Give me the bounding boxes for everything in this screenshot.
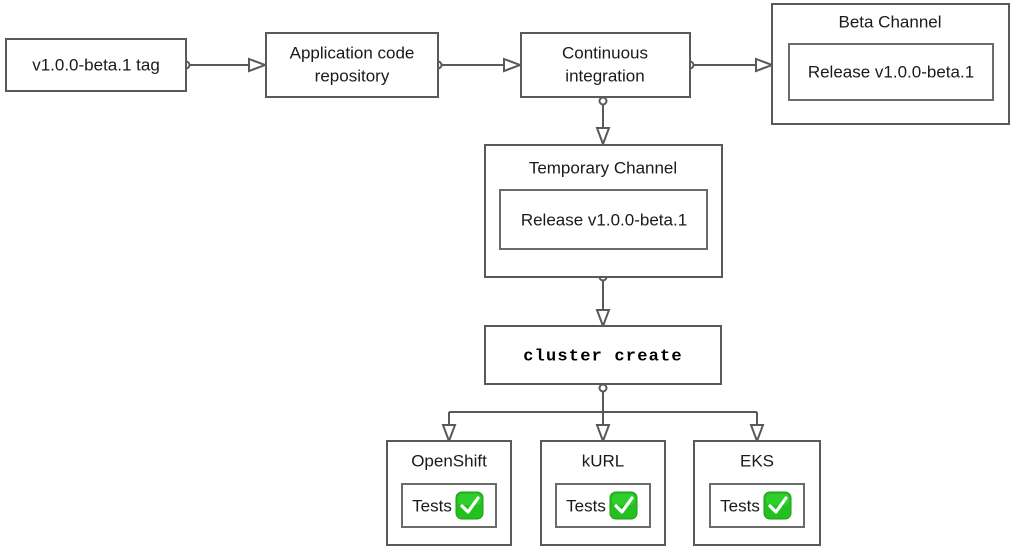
node-cluster-create[interactable]: cluster create (484, 325, 722, 385)
node-application-code-repository[interactable]: Application code repository (265, 32, 439, 98)
node-ci-label-line2: integration (565, 66, 644, 85)
node-openshift-title: OpenShift (411, 451, 487, 470)
node-tag[interactable]: v1.0.0-beta.1 tag (5, 38, 187, 92)
node-beta-channel-release-label: Release v1.0.0-beta.1 (808, 62, 974, 81)
node-cluster-create-box[interactable] (484, 325, 722, 385)
node-tag-box[interactable] (5, 38, 187, 92)
edge-arrowhead (441, 424, 457, 444)
node-beta-channel[interactable]: Beta Channel Release v1.0.0-beta.1 (771, 3, 1010, 125)
node-eks[interactable]: EKS Tests (693, 440, 821, 546)
edge-arrowhead (595, 309, 611, 329)
node-kurl-tests-label: Tests (566, 496, 606, 515)
edge-arrowhead (749, 424, 765, 444)
edge-arrowhead (595, 424, 611, 444)
edge-repo-to-ci (433, 57, 523, 73)
node-kurl[interactable]: kURL Tests (540, 440, 666, 546)
node-beta-channel-release-box[interactable] (788, 43, 994, 101)
node-kurl-title: kURL (582, 451, 625, 470)
node-eks-title: EKS (740, 451, 774, 470)
node-repo-label-line1: Application code (290, 43, 415, 62)
edge-arrowhead (595, 127, 611, 147)
node-openshift[interactable]: OpenShift Tests (386, 440, 512, 546)
edge-ci-to-beta-channel (685, 57, 775, 73)
edge-temporary-channel-to-cluster-create (595, 272, 611, 329)
node-eks-tests-label: Tests (720, 496, 760, 515)
node-cluster-create-label: cluster create (523, 347, 683, 366)
node-temporary-channel-release-box[interactable] (499, 189, 708, 250)
node-continuous-integration[interactable]: Continuous integration (520, 32, 691, 98)
edge-cluster-create-to-targets (441, 383, 765, 444)
edge-tag-to-repo (181, 57, 268, 73)
edge-arrowhead (503, 57, 523, 73)
node-beta-channel-title: Beta Channel (838, 12, 941, 31)
node-tag-label: v1.0.0-beta.1 tag (32, 55, 160, 74)
node-temporary-channel-release-label: Release v1.0.0-beta.1 (521, 210, 687, 229)
edge-tail-dot (598, 96, 608, 106)
node-ci-box[interactable] (520, 32, 691, 98)
edge-ci-to-temporary-channel (595, 96, 611, 147)
green-check-icon (763, 491, 792, 520)
green-check-icon (455, 491, 484, 520)
edge-tail-dot (598, 383, 608, 393)
green-check-icon (609, 491, 638, 520)
node-temporary-channel-title: Temporary Channel (529, 158, 677, 177)
node-repo-box[interactable] (265, 32, 439, 98)
edge-arrowhead (755, 57, 775, 73)
node-temporary-channel[interactable]: Temporary Channel Release v1.0.0-beta.1 (484, 144, 723, 278)
node-repo-label-line2: repository (315, 66, 390, 85)
node-ci-label-line1: Continuous (562, 43, 648, 62)
node-openshift-tests-label: Tests (412, 496, 452, 515)
edge-arrowhead (248, 57, 268, 73)
